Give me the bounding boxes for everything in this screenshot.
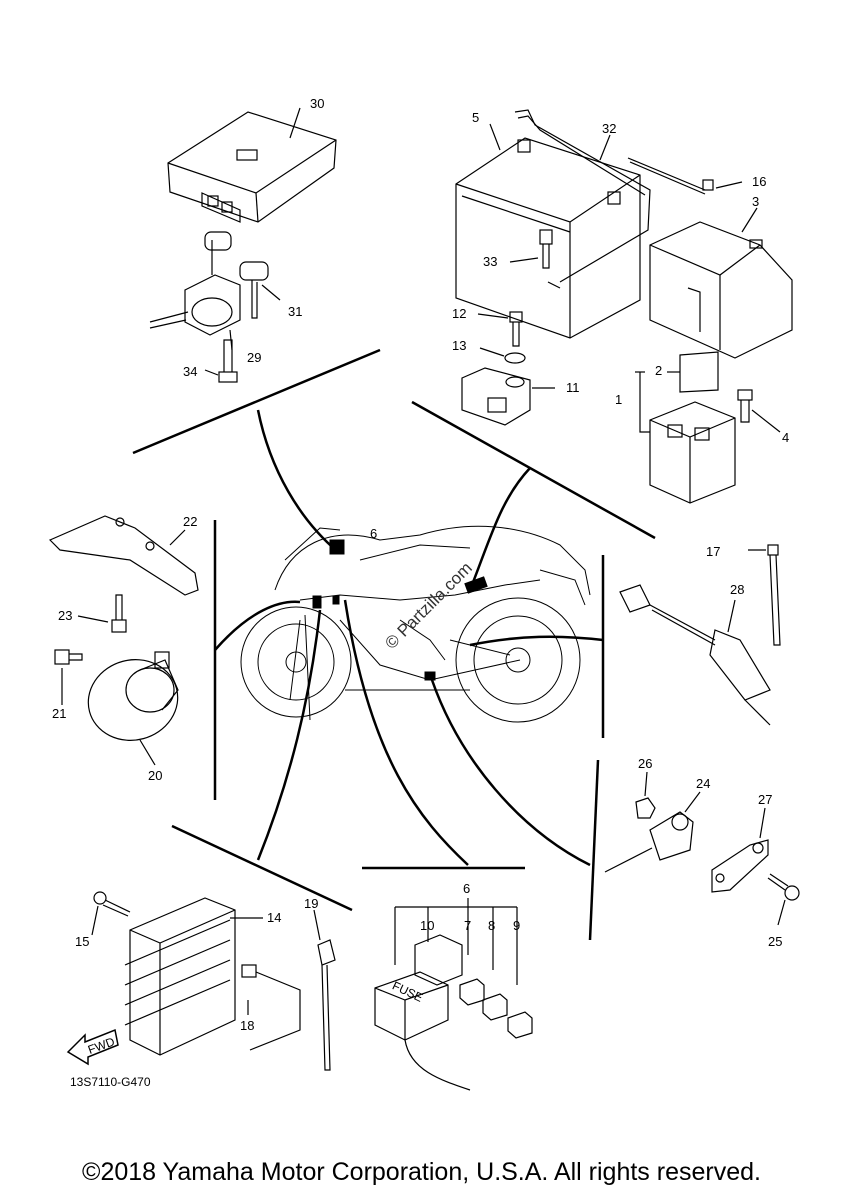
bolt-23 — [77, 594, 127, 633]
ref-11: 11 — [566, 380, 580, 395]
bolt-34 — [204, 339, 238, 383]
ref-2: 2 — [655, 363, 662, 378]
ref-27: 27 — [758, 792, 772, 807]
key — [239, 261, 281, 319]
ref-4: 4 — [782, 430, 789, 445]
fwd-label: FWD — [86, 1034, 117, 1057]
fuse-label: FUSE — [390, 979, 425, 1005]
ref-34: 34 — [183, 364, 197, 379]
ref-23: 23 — [58, 608, 72, 623]
divider-top-right — [411, 400, 656, 540]
battery — [455, 123, 641, 339]
ref-1: 1 — [615, 392, 622, 407]
ref-10: 10 — [420, 918, 434, 933]
leader-top-right — [468, 467, 531, 591]
ref-13: 13 — [452, 338, 466, 353]
band-17 — [748, 544, 781, 646]
bolt-33 — [509, 229, 553, 269]
ref-29: 29 — [247, 350, 261, 365]
nut-26 — [635, 771, 656, 819]
bracket-27 — [711, 807, 769, 893]
ref-22: 22 — [183, 514, 197, 529]
ref-28: 28 — [730, 582, 744, 597]
copyright: ©2018 Yamaha Motor Corporation, U.S.A. A… — [82, 1158, 761, 1186]
ref-9: 9 — [513, 918, 520, 933]
diagram-code: 13S7110-G470 — [70, 1075, 151, 1089]
leader-right-bottom — [430, 679, 591, 867]
ref-19: 19 — [304, 896, 318, 911]
ref-21: 21 — [52, 706, 66, 721]
ref-25: 25 — [768, 934, 782, 949]
leader-right-top — [469, 635, 604, 647]
ref-24: 24 — [696, 776, 710, 791]
divider-bottom-left — [171, 824, 353, 912]
horn — [87, 651, 179, 766]
ref-7: 7 — [464, 918, 471, 933]
cover-3 — [649, 207, 793, 359]
divider-top-left — [132, 348, 381, 455]
ref-5: 5 — [472, 110, 479, 125]
bolt-12 — [477, 311, 523, 347]
band-18 — [241, 964, 301, 1051]
bracket-11 — [461, 367, 555, 426]
fwd-arrow-icon — [66, 1028, 119, 1066]
main-switch — [149, 231, 241, 351]
band-16 — [627, 157, 743, 195]
ref-33: 33 — [483, 254, 497, 269]
ref-18: 18 — [240, 1018, 254, 1033]
ref-16: 16 — [752, 174, 766, 189]
bolt-15 — [91, 891, 131, 936]
ref-3: 3 — [752, 194, 759, 209]
motorcycle — [240, 525, 591, 723]
relay — [635, 351, 781, 504]
bolt-25 — [767, 873, 800, 926]
clamp-19 — [313, 909, 336, 1071]
ref-14: 14 — [267, 910, 281, 925]
ref-15: 15 — [75, 934, 89, 949]
leader-left — [214, 600, 301, 651]
divider-right-bottom — [588, 759, 600, 941]
leader-bottom-mid — [343, 599, 469, 866]
ecu — [167, 107, 337, 223]
ref-12: 12 — [452, 306, 466, 321]
ref-30: 30 — [310, 96, 324, 111]
ref-31: 31 — [288, 304, 302, 319]
horn-bracket — [48, 515, 199, 596]
ref-6-fuse: 6 — [463, 881, 470, 896]
ref-6-bike: 6 — [370, 526, 377, 541]
rectifier — [124, 897, 263, 1056]
bolt-21 — [54, 649, 83, 705]
ref-32: 32 — [602, 121, 616, 136]
ref-26: 26 — [638, 756, 652, 771]
sensor-24 — [604, 791, 701, 873]
fuse-box — [374, 898, 533, 1091]
ref-20: 20 — [148, 768, 162, 783]
leader-top-left — [256, 409, 339, 553]
leader-bottom-left — [256, 609, 322, 861]
sensor-28 — [619, 584, 771, 726]
ref-17: 17 — [706, 544, 720, 559]
battery-lead — [514, 109, 651, 289]
washer-13 — [479, 347, 526, 364]
ref-8: 8 — [488, 918, 495, 933]
